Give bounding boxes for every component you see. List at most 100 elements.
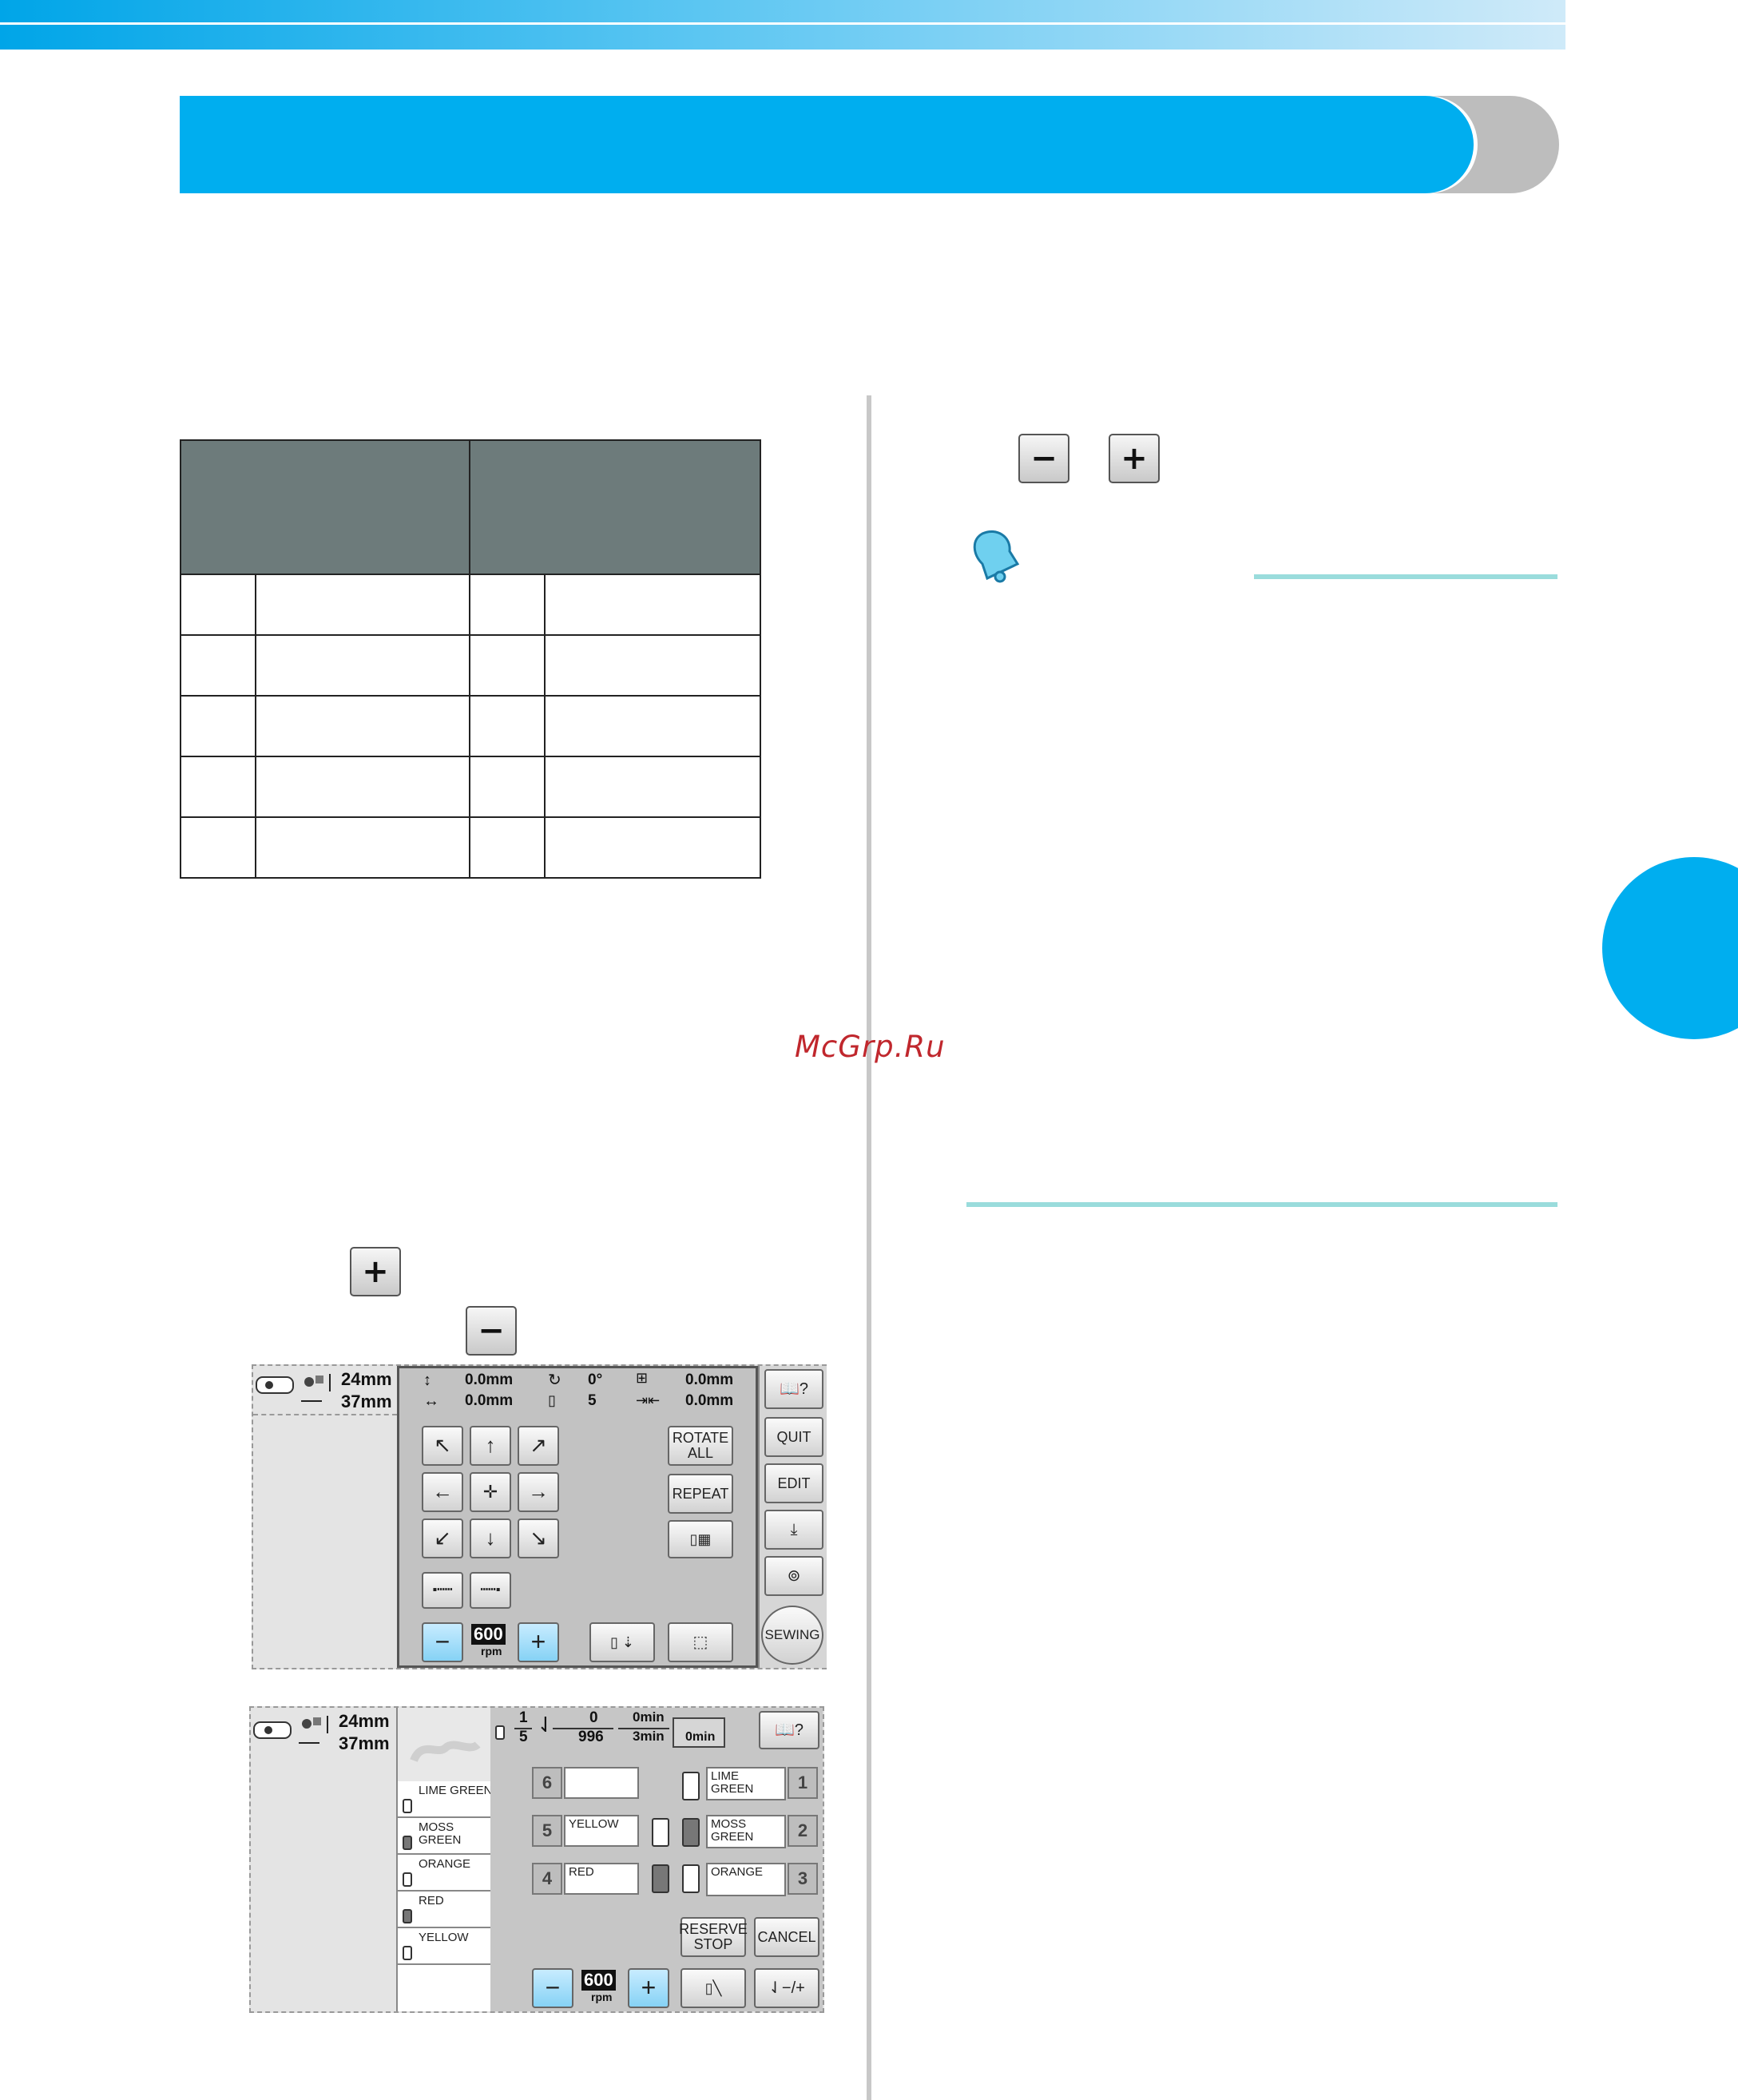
table-cell <box>544 816 761 879</box>
info-separator <box>253 1414 397 1415</box>
size-width: 37mm <box>341 1391 392 1411</box>
arrow-up-icon: ↑ <box>485 1433 496 1458</box>
stitch-total: 996 <box>578 1729 604 1745</box>
minus-icon: − <box>478 1312 505 1349</box>
move-down-right-button[interactable]: ↘ <box>518 1518 559 1558</box>
speed-plus-button[interactable]: + <box>628 1968 669 2008</box>
help-button[interactable]: 📖? <box>764 1369 823 1409</box>
sewing-screen: 24mm 37mm LIME GREEN MOSS GREEN ORANGE R… <box>249 1706 824 2013</box>
needle-slot-label: ORANGE <box>706 1863 786 1896</box>
arrow-down-left-icon: ↙ <box>434 1526 451 1550</box>
reserve-slot-label: YELLOW <box>564 1815 639 1847</box>
move-up-button[interactable]: ↑ <box>470 1426 511 1466</box>
quit-button[interactable]: QUIT <box>764 1417 823 1457</box>
table-row <box>180 695 761 757</box>
frame-button[interactable]: ⊚ <box>764 1556 823 1596</box>
frame-hoop-icon: ⊚ <box>787 1566 801 1585</box>
horizontal-arrow-icon: ↔ <box>423 1392 439 1410</box>
speed-minus-button[interactable]: − <box>532 1968 573 2008</box>
table-cell <box>180 756 256 818</box>
chapter-banner <box>180 96 1474 193</box>
help-button[interactable]: 📖? <box>759 1711 819 1749</box>
frame-icon: ⬚ <box>692 1633 708 1651</box>
time-current: 0min <box>633 1709 665 1725</box>
save-button[interactable]: ⤓ <box>764 1510 823 1550</box>
list-item[interactable]: RED <box>398 1892 494 1928</box>
stitch-count: 5 <box>588 1392 597 1409</box>
hoop-icon <box>253 1721 292 1739</box>
list-item[interactable]: YELLOW <box>398 1928 494 1965</box>
move-down-button[interactable]: ↓ <box>470 1518 511 1558</box>
plus-button[interactable]: + <box>1109 434 1160 483</box>
plus-icon: + <box>362 1253 389 1290</box>
list-item[interactable]: ORANGE <box>398 1855 494 1892</box>
needle-icon: ▯ ⇣ <box>610 1634 634 1650</box>
table-header-cell <box>180 439 470 575</box>
table-header-cell <box>469 439 761 575</box>
thread-color-button[interactable]: ▯▦ <box>668 1520 733 1558</box>
speed-value: 600 <box>471 1624 506 1645</box>
color-current: 1 <box>519 1709 528 1726</box>
size-width: 37mm <box>339 1733 390 1753</box>
line-right-button[interactable]: ┅┅▪ <box>470 1572 511 1609</box>
needle-slot-number[interactable]: 1 <box>788 1767 818 1799</box>
fraction-line <box>514 1728 532 1729</box>
thread-cut-button[interactable]: ▯╲ <box>681 1968 746 2008</box>
speed-minus-button[interactable]: − <box>422 1622 463 1662</box>
rotate-all-button[interactable]: ROTATE ALL <box>668 1426 733 1466</box>
spool-icon <box>403 1946 412 1960</box>
pattern-preview <box>398 1708 492 1783</box>
center-button[interactable]: ✛ <box>470 1472 511 1512</box>
reserve-stop-button[interactable]: RESERVE STOP <box>679 1917 748 1957</box>
top-gradient-bar <box>0 0 1565 50</box>
move-right-button[interactable]: → <box>518 1472 559 1512</box>
move-left-button[interactable]: ← <box>422 1472 463 1512</box>
column-divider <box>867 395 871 2100</box>
trial-button[interactable]: ⬚ <box>668 1622 733 1662</box>
line-left-icon: ▪┅┅ <box>432 1582 453 1597</box>
needle-slot-number[interactable]: 3 <box>788 1863 818 1895</box>
needle-slot-label: MOSS GREEN <box>706 1815 786 1848</box>
sewing-button[interactable]: SEWING <box>761 1606 823 1665</box>
chapter-side-tab <box>1602 857 1738 1039</box>
move-down-left-button[interactable]: ↙ <box>422 1518 463 1558</box>
reserve-slot-number[interactable]: 6 <box>532 1767 562 1799</box>
table-header-row <box>180 439 761 575</box>
watermark: McGrp.Ru <box>795 1030 946 1064</box>
table-cell <box>255 756 470 818</box>
minus-button[interactable]: − <box>466 1306 517 1356</box>
table-cell <box>469 756 546 818</box>
plus-button[interactable]: + <box>350 1247 401 1296</box>
reserve-slot-number[interactable]: 4 <box>532 1863 562 1895</box>
plus-icon: + <box>1121 440 1148 477</box>
plus-icon: + <box>641 1973 657 2003</box>
save-icon: ⤓ <box>790 1520 798 1538</box>
spool-cut-icon: ▯╲ <box>704 1979 722 1996</box>
speed-plus-button[interactable]: + <box>518 1622 559 1662</box>
table-cell <box>255 816 470 879</box>
settings-table <box>180 439 761 879</box>
spool-icon <box>403 1836 412 1850</box>
arrow-up-left-icon: ↖ <box>434 1433 451 1458</box>
repeat-button[interactable]: REPEAT <box>668 1474 733 1514</box>
needle-position-button[interactable]: ▯ ⇣ <box>589 1622 655 1662</box>
edit-button[interactable]: EDIT <box>764 1463 823 1503</box>
minus-button[interactable]: − <box>1018 434 1069 483</box>
minus-icon: − <box>434 1627 450 1657</box>
table-cell <box>544 695 761 757</box>
list-item[interactable]: LIME GREEN <box>398 1781 494 1818</box>
move-up-right-button[interactable]: ↗ <box>518 1426 559 1466</box>
reserve-slot-number[interactable]: 5 <box>532 1815 562 1847</box>
speed-unit: rpm <box>481 1645 502 1657</box>
move-up-left-button[interactable]: ↖ <box>422 1426 463 1466</box>
table-cell <box>255 695 470 757</box>
speed-display: 600 rpm <box>468 1622 513 1662</box>
needle-slot-number[interactable]: 2 <box>788 1815 818 1847</box>
needle-adjust-button[interactable]: ⇃−/+ <box>754 1968 819 2008</box>
reserve-slot-label <box>564 1767 639 1799</box>
offset-x: 0.0mm <box>465 1392 514 1409</box>
line-left-button[interactable]: ▪┅┅ <box>422 1572 463 1609</box>
minus-icon: − <box>1030 440 1057 477</box>
cancel-button[interactable]: CANCEL <box>754 1917 819 1957</box>
list-item[interactable]: MOSS GREEN <box>398 1818 494 1855</box>
